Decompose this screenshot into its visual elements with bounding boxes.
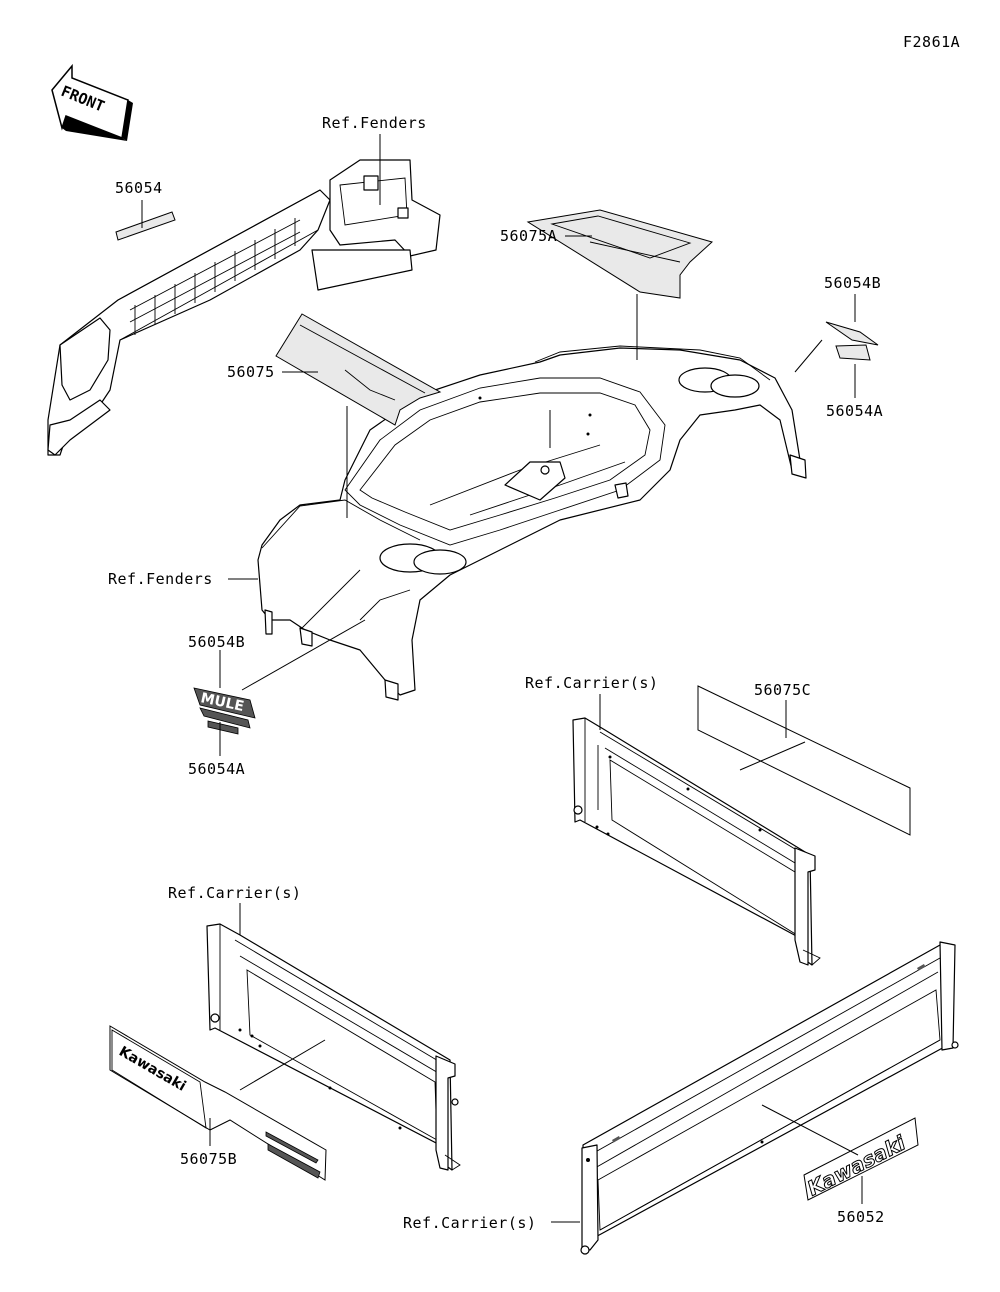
carrier-panel-left [206, 923, 461, 1171]
label-56054B-left: 56054B [188, 633, 245, 651]
decal-56052-kawasaki: Kawasaki [803, 1130, 910, 1200]
front-arrow-icon: FRONT [51, 63, 133, 141]
label-56054A-right: 56054A [826, 402, 883, 420]
label-ref-fenders-top: Ref.Fenders [322, 114, 427, 132]
label-56075C: 56075C [754, 681, 811, 699]
label-56075B: 56075B [180, 1150, 237, 1168]
label-56054B-right: 56054B [824, 274, 881, 292]
tailgate [580, 941, 959, 1255]
decal-56052: Kawasaki [803, 1117, 919, 1201]
label-ref-fenders-left: Ref.Fenders [108, 570, 213, 588]
label-56054A-left: 56054A [188, 760, 245, 778]
label-56075: 56075 [227, 363, 275, 381]
rear-body-assembly [257, 345, 807, 701]
sticker-56054 [115, 211, 176, 241]
sticker-56054B-right [825, 321, 879, 346]
sticker-56054A-right [835, 344, 871, 361]
front-panel-assembly [47, 159, 441, 456]
leader-lines [141, 134, 863, 1223]
label-56054: 56054 [115, 179, 163, 197]
label-ref-carrier-1: Ref.Carrier(s) [525, 674, 658, 692]
decal-mule-group: MULE [193, 687, 256, 735]
figure-id: F2861A [903, 33, 960, 51]
label-ref-carrier-2: Ref.Carrier(s) [168, 884, 301, 902]
label-56075A: 56075A [500, 227, 557, 245]
sticker-56075C [697, 685, 911, 836]
sticker-56075 [275, 313, 442, 426]
label-ref-carrier-3: Ref.Carrier(s) [403, 1214, 536, 1232]
label-56052: 56052 [837, 1208, 885, 1226]
carrier-panel-right [572, 717, 821, 966]
